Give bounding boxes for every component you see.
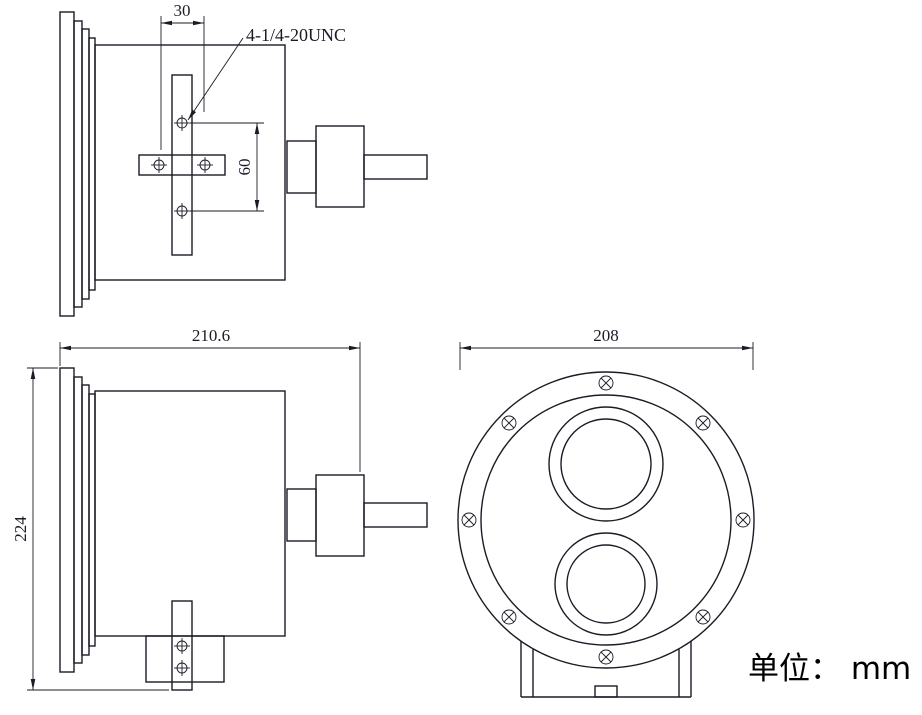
top-view-mount-cross bbox=[138, 74, 226, 256]
thread-note-label: 4-1/4-20UNC bbox=[246, 25, 346, 45]
screw-top bbox=[598, 375, 614, 391]
front-view-upper-lens bbox=[548, 406, 664, 522]
screw-right bbox=[735, 512, 751, 528]
top-view: 30 4-1/4-20UNC 60 bbox=[59, 1, 428, 317]
dimension-60: 60 bbox=[190, 122, 264, 212]
side-view-cable-gland bbox=[286, 474, 428, 557]
dim-224-label: 224 bbox=[11, 516, 30, 542]
top-view-mount-holes bbox=[151, 115, 213, 219]
front-view-housing bbox=[457, 371, 755, 669]
top-view-bezel-stack bbox=[59, 11, 96, 317]
top-view-cable-gland bbox=[286, 125, 428, 208]
screw-top-right bbox=[695, 415, 711, 431]
side-view-body bbox=[94, 390, 286, 637]
screw-left bbox=[461, 512, 477, 528]
dim-208-label: 208 bbox=[593, 326, 619, 345]
side-view: 210.6 224 bbox=[11, 326, 428, 691]
front-view-lower-lens bbox=[554, 532, 658, 636]
screw-bottom bbox=[598, 649, 614, 665]
dimension-30: 30 bbox=[160, 1, 205, 150]
screw-top-left bbox=[501, 415, 517, 431]
front-view: 208 bbox=[457, 326, 755, 698]
side-view-bezel-stack bbox=[59, 367, 96, 673]
mount-hole-right bbox=[197, 157, 213, 173]
front-view-flange-screws bbox=[461, 375, 751, 665]
side-view-bottom-bracket bbox=[145, 600, 225, 691]
mount-hole-top bbox=[174, 115, 190, 131]
bracket-hole-lower bbox=[174, 660, 190, 676]
mount-hole-left bbox=[151, 157, 167, 173]
mount-hole-bottom bbox=[174, 203, 190, 219]
bracket-hole-upper bbox=[174, 638, 190, 654]
front-view-bottom-bracket bbox=[520, 641, 692, 698]
dimension-210-6: 210.6 bbox=[59, 326, 361, 472]
dimension-224: 224 bbox=[11, 367, 169, 691]
screw-bottom-left bbox=[501, 609, 517, 625]
thread-note: 4-1/4-20UNC bbox=[187, 25, 346, 121]
screw-bottom-right bbox=[695, 609, 711, 625]
side-view-bracket-holes bbox=[174, 638, 190, 676]
unit-note: 单位： mm bbox=[748, 651, 911, 687]
dim-210-6-label: 210.6 bbox=[192, 326, 230, 345]
top-view-body bbox=[94, 44, 286, 281]
dim-60-label: 60 bbox=[235, 159, 254, 176]
dim-30-label: 30 bbox=[174, 1, 191, 20]
dimension-208: 208 bbox=[459, 326, 754, 370]
